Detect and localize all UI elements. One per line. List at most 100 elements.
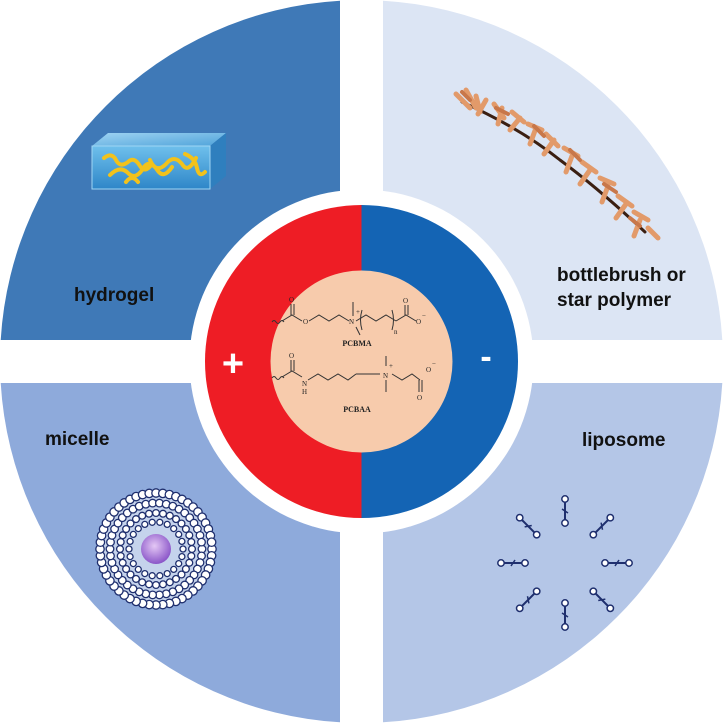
micelle-lipid-head xyxy=(134,565,142,574)
micelle-lipid-head xyxy=(179,545,187,553)
micelle-lipid-head xyxy=(131,515,141,524)
micelle-lipid-head xyxy=(138,578,147,587)
pcbaa-acid-oxygen: O xyxy=(417,394,422,402)
micelle-lipid-head xyxy=(156,572,164,580)
pcbaa-amide-hydrogen: H xyxy=(302,388,307,396)
micelle-lipid-head xyxy=(116,537,125,547)
pcbaa-oxide-oxygen: O xyxy=(426,366,431,374)
liposome-lipid xyxy=(561,599,569,631)
micelle-lipid-head xyxy=(151,580,161,590)
bottlebrush-label-line1: bottlebrush or xyxy=(557,265,686,286)
micelle-label: micelle xyxy=(45,429,109,450)
pcbaa-structure: O N H N + O O − PCBAA xyxy=(271,352,436,414)
micelle-lipid-head xyxy=(177,519,186,528)
pcbma-carbonyl-oxygen: O xyxy=(289,296,294,304)
micelle-lipid-head xyxy=(138,511,147,520)
micelle-lipid-head xyxy=(122,564,131,574)
pcbma-nitrogen: N xyxy=(349,318,354,326)
micelle-lipid-head xyxy=(177,570,186,579)
micelle-lipid-head xyxy=(187,544,197,554)
liposome-lipid xyxy=(515,587,541,613)
micelle-lipid-head xyxy=(181,564,190,574)
micelle-lipid-head xyxy=(118,531,127,540)
micelle-lipid-head xyxy=(185,531,194,540)
micelle-lipid-head xyxy=(134,524,142,533)
liposome-lipid xyxy=(515,513,541,539)
micelle-lipid-head xyxy=(163,520,171,529)
micelle-lipid-head xyxy=(171,515,181,524)
pcbaa-plus: + xyxy=(389,362,393,370)
chemical-structures: O O N + n O O − PCBMA O N H N + xyxy=(271,296,436,414)
micelle-lipid-head xyxy=(178,537,186,546)
micelle-lipid-head xyxy=(178,552,186,561)
micelle-lipid-head xyxy=(158,580,168,589)
positive-sign: + xyxy=(222,343,244,385)
bottlebrush-illustration xyxy=(453,87,661,241)
pcbaa-nitrogen: N xyxy=(383,372,388,380)
pcbma-ester-oxygen: O xyxy=(303,318,308,326)
micelle-lipid-head xyxy=(165,511,174,520)
micelle-lipid-head xyxy=(187,537,196,547)
micelle-lipid-head xyxy=(129,530,137,539)
micelle-lipid-head xyxy=(158,509,168,518)
liposome-lipid xyxy=(589,587,615,613)
micelle-lipid-head xyxy=(187,551,196,561)
micelle-lipid-head xyxy=(144,580,154,589)
liposome-lipid xyxy=(497,559,529,567)
micelle-lipid-head xyxy=(148,518,156,526)
hydrogel-illustration xyxy=(91,133,226,190)
micelle-lipid-head xyxy=(175,530,183,539)
micelle-lipid-head xyxy=(197,537,206,547)
charge-ring: + - xyxy=(204,205,518,518)
pcbaa-label: PCBAA xyxy=(343,405,371,414)
micelle-lipid-head xyxy=(170,524,178,533)
micelle-lipid-head xyxy=(126,570,135,579)
pcbma-structure: O O N + n O O − PCBMA xyxy=(271,296,426,348)
micelle-lipid-head xyxy=(125,545,133,553)
micelle-lipid-head xyxy=(129,559,137,568)
pcbaa-amide-nitrogen: N xyxy=(302,380,307,388)
hydrogel-label: hydrogel xyxy=(74,285,154,306)
micelle-lipid-head xyxy=(126,519,135,528)
micelle-lipid-head xyxy=(175,559,183,568)
bottlebrush-label-line2: star polymer xyxy=(557,290,672,311)
micelle-lipid-head xyxy=(126,552,134,561)
micelle-lipid-head xyxy=(118,558,127,567)
micelle-lipid-head xyxy=(206,537,217,548)
micelle-core xyxy=(141,534,171,564)
pcbma-repeat: n xyxy=(394,328,398,336)
liposome-lipid xyxy=(561,495,569,527)
micelle-illustration xyxy=(95,488,217,610)
micelle-lipid-head xyxy=(181,524,190,534)
negative-sign: - xyxy=(480,338,491,376)
pcbma-acid-oxygen: O xyxy=(403,297,408,305)
micelle-lipid-head xyxy=(165,578,174,587)
micelle-lipid-head xyxy=(163,569,171,578)
liposome-lipid xyxy=(589,513,615,539)
micelle-lipid-head xyxy=(156,518,164,526)
pcbaa-carbonyl-oxygen: O xyxy=(289,352,294,360)
liposome-illustration xyxy=(497,495,633,631)
micelle-lipid-head xyxy=(171,574,181,583)
chemistry-core xyxy=(270,270,453,453)
micelle-lipid-head xyxy=(141,569,149,578)
micelle-lipid-head xyxy=(144,509,154,518)
micelle-lipid-head xyxy=(185,558,194,567)
micelle-lipid-head xyxy=(151,508,161,518)
micelle-lipid-head xyxy=(126,537,134,546)
pcbma-label: PCBMA xyxy=(342,339,372,348)
micelle-lipid-head xyxy=(141,520,149,529)
micelle-lipid-head xyxy=(116,551,125,561)
pcbma-oxide-oxygen: O xyxy=(416,318,421,326)
micelle-lipid-head xyxy=(148,572,156,580)
micelle-lipid-head xyxy=(115,544,125,554)
pcbma-plus: + xyxy=(356,308,360,316)
micelle-lipid-head xyxy=(122,524,131,534)
liposome-lipid xyxy=(601,559,633,567)
micelle-lipid-head xyxy=(170,565,178,574)
micelle-lipid-head xyxy=(131,574,141,583)
pcbma-minus: − xyxy=(422,312,426,320)
liposome-label: liposome xyxy=(582,430,665,451)
pcbaa-minus: − xyxy=(432,360,436,368)
